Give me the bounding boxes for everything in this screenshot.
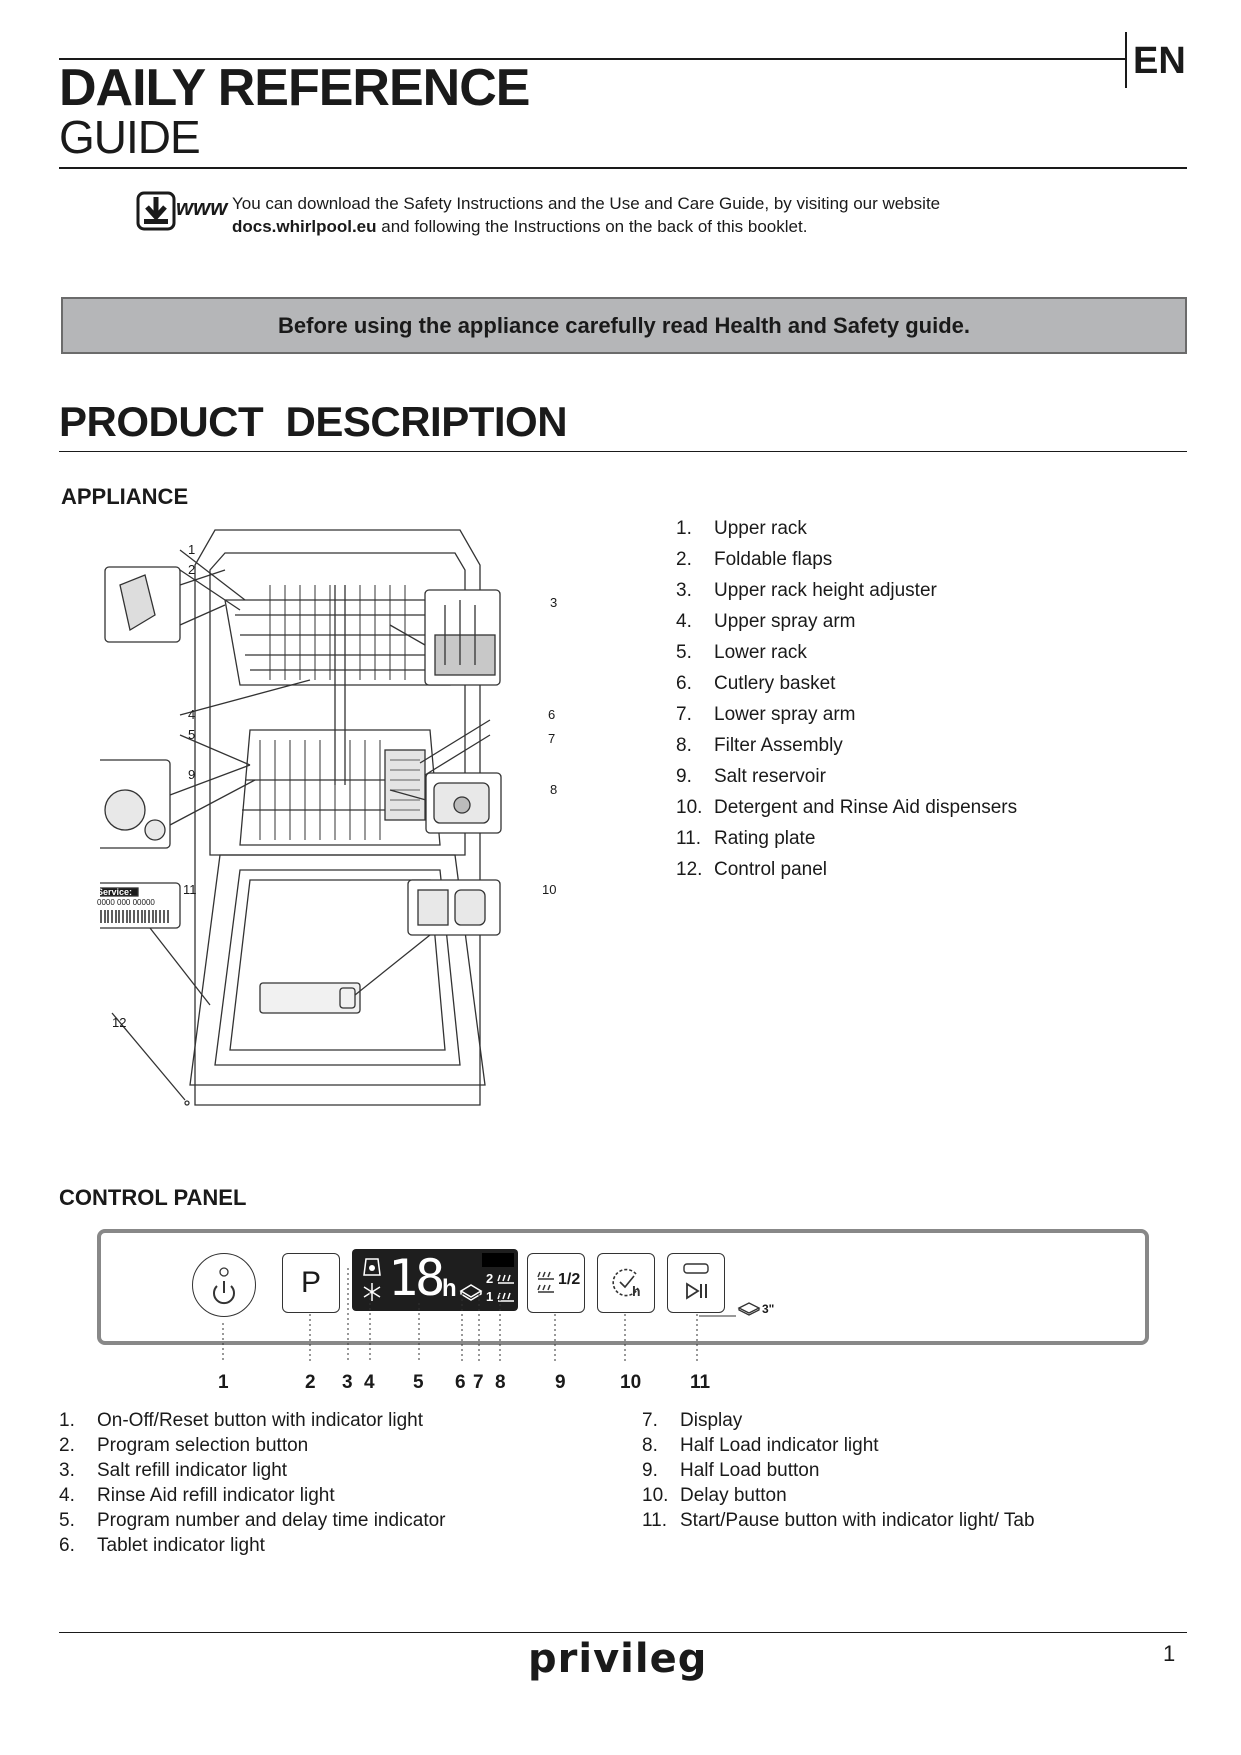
section-rule bbox=[59, 451, 1187, 452]
cp-callout-10: 10 bbox=[620, 1372, 642, 1393]
half-load-button[interactable]: 1/2 bbox=[527, 1253, 585, 1313]
cp-callout-11: 11 bbox=[690, 1372, 711, 1393]
subheading-control-panel: CONTROL PANEL bbox=[59, 1185, 247, 1210]
cp-callout-6: 6 bbox=[455, 1372, 466, 1393]
cp-callout-5: 5 bbox=[413, 1372, 424, 1393]
brand-logo: privileg bbox=[528, 1636, 708, 1682]
rating-plate-service-label: Service: bbox=[97, 887, 133, 897]
list-item: 12.Control panel bbox=[676, 859, 828, 880]
salt-refill-icon bbox=[363, 1258, 381, 1276]
download-note-line1: You can download the Safety Instructions… bbox=[232, 194, 941, 213]
control-panel-diagram: P 18 h 2 1 1/2 bbox=[96, 1228, 1152, 1363]
callout-4: 4 bbox=[188, 707, 196, 722]
website-link[interactable]: docs.whirlpool.eu bbox=[232, 217, 377, 236]
list-item: 4.Rinse Aid refill indicator light bbox=[59, 1485, 335, 1506]
language-label: EN bbox=[1133, 40, 1186, 82]
callout-12: 12 bbox=[112, 1015, 127, 1030]
half-load-icon bbox=[537, 1271, 554, 1293]
rinse-aid-icon bbox=[363, 1283, 381, 1301]
cp-callout-3: 3 bbox=[342, 1372, 353, 1393]
list-item: 9.Half Load button bbox=[642, 1460, 820, 1481]
page-title: DAILY REFERENCE bbox=[59, 59, 530, 117]
power-icon bbox=[213, 1267, 235, 1305]
callout-leader-lines bbox=[222, 1268, 736, 1363]
program-button-label: P bbox=[300, 1266, 321, 1299]
appliance-parts-list: 1.Upper rack 2.Foldable flaps 3.Upper ra… bbox=[676, 518, 1017, 890]
list-item: 9.Salt reservoir bbox=[676, 766, 826, 787]
list-item: 5.Lower rack bbox=[676, 642, 807, 663]
delay-clock-icon: h bbox=[612, 1268, 641, 1299]
list-item: 10.Detergent and Rinse Aid dispensers bbox=[676, 797, 1018, 818]
control-panel-list-left: 1.On-Off/Reset button with indicator lig… bbox=[59, 1410, 446, 1560]
list-item: 8.Filter Assembly bbox=[676, 735, 843, 756]
callout-5: 5 bbox=[188, 727, 196, 742]
delay-button[interactable]: h bbox=[597, 1253, 655, 1313]
half-load-indicator-icon bbox=[497, 1274, 514, 1302]
delay-hour-unit: h bbox=[442, 1275, 457, 1302]
callout-6: 6 bbox=[548, 707, 556, 722]
list-item: 2.Program selection button bbox=[59, 1435, 309, 1456]
cp-callout-4: 4 bbox=[364, 1372, 375, 1393]
control-panel-list-right: 7.Display 8.Half Load indicator light 9.… bbox=[642, 1410, 1035, 1535]
program-button[interactable]: P bbox=[282, 1253, 340, 1313]
callout-7: 7 bbox=[548, 731, 556, 746]
appliance-diagram: 1 2 3 4 5 6 7 8 9 10 11 12 Service: 0000… bbox=[89, 525, 570, 1120]
section-heading-product-description: PRODUCT DESCRIPTION bbox=[59, 398, 568, 445]
callout-3: 3 bbox=[550, 595, 558, 610]
page-number: 1 bbox=[1163, 1641, 1176, 1666]
callout-10: 10 bbox=[542, 882, 557, 897]
cp-callout-1: 1 bbox=[218, 1372, 229, 1393]
list-item: 3.Upper rack height adjuster bbox=[676, 580, 937, 601]
download-www-icon: www bbox=[136, 191, 232, 233]
cp-callout-7: 7 bbox=[473, 1372, 484, 1393]
display-top-bar bbox=[482, 1253, 514, 1267]
rating-plate-number: 0000 000 00000 bbox=[97, 898, 155, 907]
power-button[interactable] bbox=[192, 1253, 256, 1317]
callout-8: 8 bbox=[550, 782, 558, 797]
delay-h-text: h bbox=[632, 1283, 641, 1299]
callout-1: 1 bbox=[188, 542, 196, 557]
list-item: 1.On-Off/Reset button with indicator lig… bbox=[59, 1410, 423, 1431]
start-pause-button[interactable] bbox=[667, 1253, 725, 1313]
list-item: 3.Salt refill indicator light bbox=[59, 1460, 288, 1481]
list-item: 2.Foldable flaps bbox=[676, 549, 833, 570]
list-item: 6.Cutlery basket bbox=[676, 673, 836, 694]
half-load-row-1: 1 bbox=[486, 1289, 494, 1304]
list-item: 10.Delay button bbox=[642, 1485, 787, 1506]
callout-2: 2 bbox=[188, 562, 196, 577]
half-load-row-2: 2 bbox=[486, 1271, 494, 1286]
language-divider bbox=[1125, 32, 1127, 88]
cp-callout-9: 9 bbox=[555, 1372, 566, 1393]
download-note-line2-rest: and following the Instructions on the ba… bbox=[376, 217, 808, 236]
list-item: 8.Half Load indicator light bbox=[642, 1435, 879, 1456]
tab-hold-icon bbox=[737, 1302, 761, 1316]
footer-rule bbox=[59, 1632, 1187, 1633]
display-panel: 18 h 2 1 bbox=[352, 1249, 518, 1311]
header-bottom-rule bbox=[59, 167, 1187, 169]
callout-11: 11 bbox=[183, 882, 197, 897]
list-item: 1.Upper rack bbox=[676, 518, 807, 539]
header-top-rule bbox=[59, 58, 1127, 60]
tab-hold-label: 3" bbox=[762, 1302, 775, 1316]
list-item: 11.Rating plate bbox=[676, 828, 816, 849]
www-text: www bbox=[176, 195, 229, 220]
download-note-line2: docs.whirlpool.eu and following the Inst… bbox=[232, 215, 940, 238]
safety-warning-banner: Before using the appliance carefully rea… bbox=[61, 297, 1187, 354]
list-item: 11.Start/Pause button with indicator lig… bbox=[642, 1510, 1035, 1531]
half-load-label: 1/2 bbox=[558, 1271, 581, 1288]
callout-9: 9 bbox=[188, 767, 196, 782]
download-note: You can download the Safety Instructions… bbox=[232, 192, 940, 238]
list-item: 6.Tablet indicator light bbox=[59, 1535, 265, 1556]
page-subtitle: GUIDE bbox=[59, 111, 201, 163]
tablet-icon bbox=[459, 1284, 483, 1301]
list-item: 7.Display bbox=[642, 1410, 743, 1431]
program-number-display: 18 bbox=[388, 1249, 445, 1307]
list-item: 7.Lower spray arm bbox=[676, 704, 856, 725]
play-pause-icon bbox=[683, 1263, 709, 1300]
subheading-appliance: APPLIANCE bbox=[61, 484, 189, 509]
list-item: 4.Upper spray arm bbox=[676, 611, 856, 632]
list-item: 5.Program number and delay time indicato… bbox=[59, 1510, 446, 1531]
cp-callout-8: 8 bbox=[495, 1372, 506, 1393]
cp-callout-2: 2 bbox=[305, 1372, 316, 1393]
